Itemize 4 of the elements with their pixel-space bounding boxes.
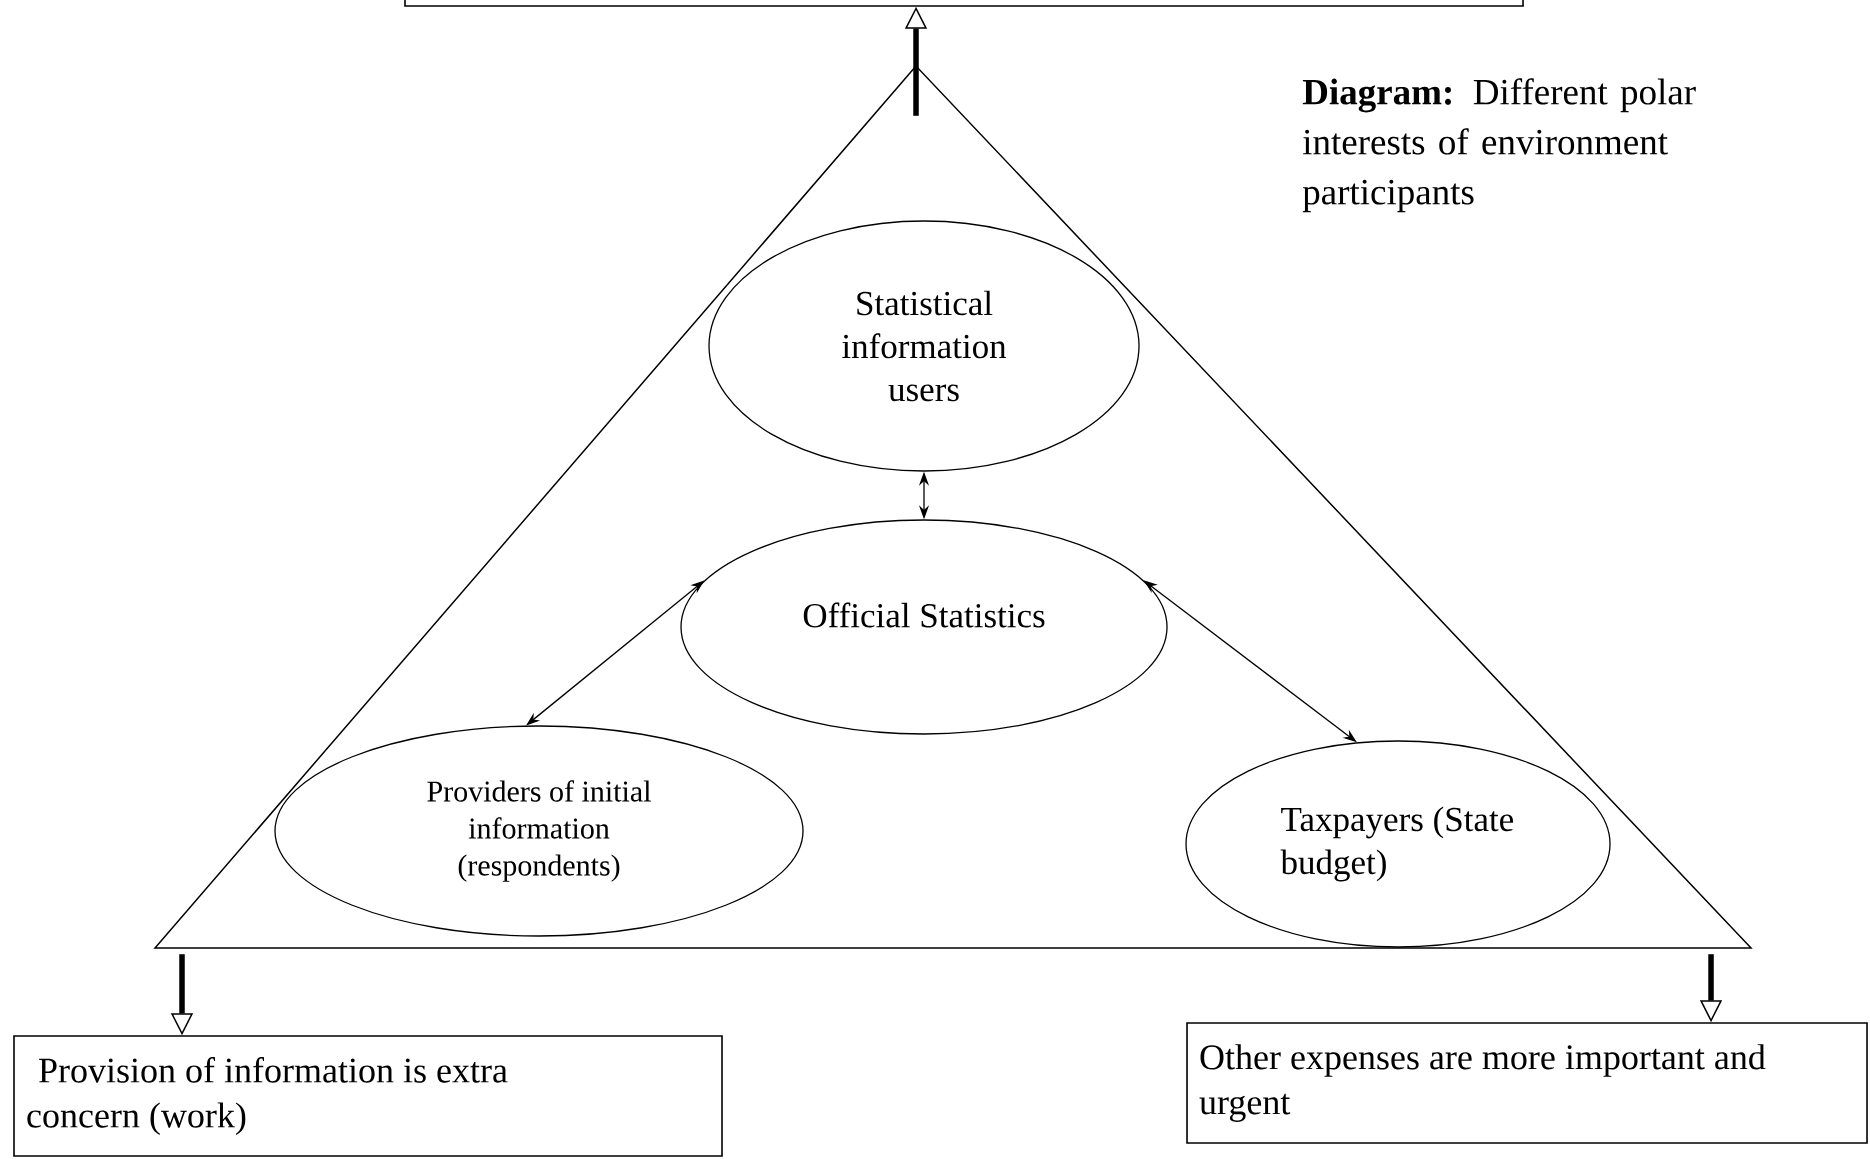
- text-box: [404, 0, 1524, 7]
- text-box: Provision of information is extra concern (work): [13, 1035, 723, 1157]
- text-box: Other expenses are more important and urgent: [1186, 1022, 1868, 1144]
- caption: Diagram: Different polar interests of environment participants: [1302, 78, 1696, 213]
